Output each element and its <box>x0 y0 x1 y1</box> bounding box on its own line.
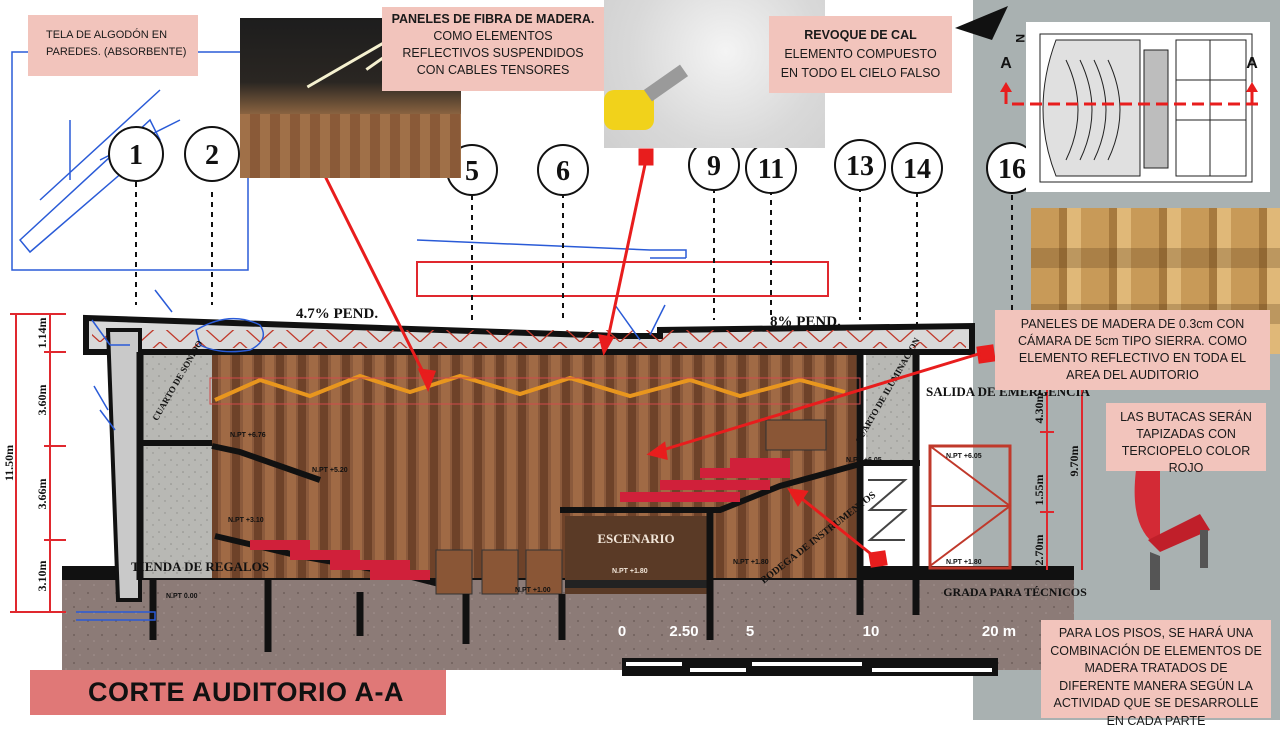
north-label: N <box>1013 34 1027 43</box>
level-tag: N.PT +1.00 <box>515 587 551 594</box>
room-escenario: ESCENARIO <box>597 531 674 546</box>
level-tag: N.PT 0.00 <box>166 593 198 600</box>
axis-label-16: 16 <box>998 154 1026 185</box>
scale-label: 10 <box>863 623 880 640</box>
room-tienda: TIENDA DE REGALOS <box>131 559 269 574</box>
balcony-slope <box>211 443 321 483</box>
scale-label: 0 <box>618 623 626 640</box>
dim-total-right: 9.70m <box>1067 446 1081 477</box>
dim-right-2: 1.55m <box>1032 475 1046 506</box>
dim-right-3: 2.70m <box>1032 535 1046 566</box>
axis-label-14: 14 <box>903 154 931 185</box>
red-chair-icon <box>1134 464 1210 590</box>
level-tag: N.PT +1.80 <box>733 559 769 566</box>
roof-truss <box>92 330 966 348</box>
axis-label-11: 11 <box>758 154 784 185</box>
drawing-title: CORTE AUDITORIO A-A <box>30 670 446 715</box>
note-revoque: REVOQUE DE CAL ELEMENTO COMPUESTO EN TOD… <box>769 16 952 93</box>
left-dimensions <box>10 313 66 613</box>
upper-right-seating-slope <box>560 461 861 513</box>
level-tag: N.PT +6.05 <box>846 457 882 464</box>
level-tag: N.PT +1.80 <box>946 559 982 566</box>
ceiling-rectangle <box>416 261 829 297</box>
axis-bubbles <box>108 126 1038 196</box>
scale-bar <box>622 658 998 676</box>
axis-label-2: 2 <box>205 140 219 171</box>
suspended-reflector <box>214 373 846 402</box>
level-tag: N.PT +1.80 <box>612 568 648 575</box>
right-tower-block <box>866 352 916 464</box>
dim-total-left: 11.50m <box>2 445 16 481</box>
dim-left-2: 3.60m <box>35 385 49 416</box>
columns <box>136 352 920 652</box>
dim-right-1: 4.30m <box>1032 393 1046 424</box>
axis-lines <box>135 182 1013 325</box>
left-wall-block <box>140 352 212 578</box>
scale-label: 20 m <box>982 623 1016 640</box>
level-tag: N.PT +3.10 <box>228 517 264 524</box>
axis-label-6: 6 <box>556 156 570 187</box>
seats-upper <box>620 458 790 502</box>
note-butacas: LAS BUTACAS SERÁN TAPIZADAS CON TERCIOPE… <box>1106 403 1266 475</box>
level-tag: N.PT +6.76 <box>230 432 266 439</box>
note-pisos: PARA LOS PISOS, SE HARÁ UNA COMBINACIÓN … <box>1041 620 1271 728</box>
slope-left: 4.7% PEND. <box>296 306 378 322</box>
left-facade <box>105 328 142 602</box>
axis-label-13: 13 <box>846 151 874 182</box>
axis-label-5: 5 <box>465 156 479 187</box>
dim-left-3: 3.66m <box>35 479 49 510</box>
note-paneles-fibra: PANELES DE FIBRA DE MADERA. COMO ELEMENT… <box>382 7 604 91</box>
doors <box>435 419 827 595</box>
interior-stair <box>867 479 908 541</box>
scale-label: 5 <box>746 623 754 640</box>
section-mark-left: A <box>1000 55 1012 72</box>
note-paneles-madera: PANELES DE MADERA DE 0.3cm CON CÁMARA DE… <box>995 310 1270 390</box>
north-arrow-icon <box>955 6 1008 40</box>
axis-label-9: 9 <box>707 151 721 182</box>
section-mark-right: A <box>1246 55 1258 72</box>
level-tag: N.PT +4.50 <box>560 507 596 514</box>
level-tag: N.PT +5.20 <box>312 467 348 474</box>
axis-label-1: 1 <box>129 140 143 171</box>
slope-right: 8% PEND. <box>770 314 841 330</box>
room-grada: GRADA PARA TÉCNICOS <box>943 585 1087 599</box>
level-tag: N.PT +6.05 <box>946 453 982 460</box>
dim-left-4: 3.10m <box>35 561 49 592</box>
dim-left-1: 1.14m <box>35 318 49 349</box>
seats-lower <box>250 540 430 580</box>
scale-label: 2.50 <box>669 623 698 640</box>
note-tela: TELA DE ALGODÓN EN PAREDES. (ABSORBENTE) <box>28 15 198 76</box>
